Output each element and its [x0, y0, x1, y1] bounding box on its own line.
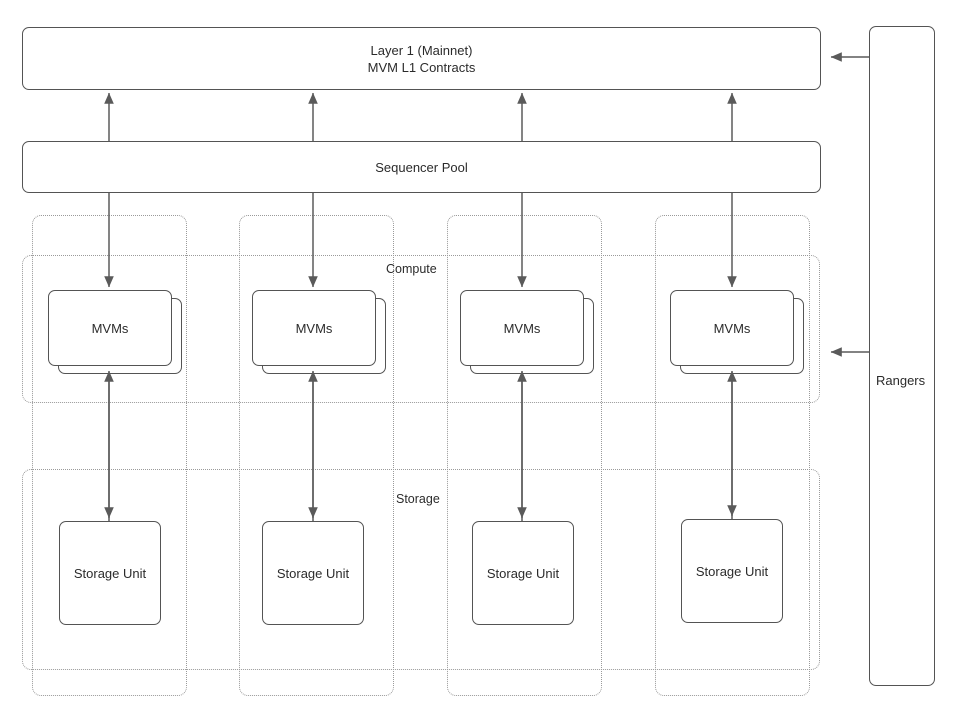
storage-band	[22, 469, 820, 670]
layer1-title-line1: Layer 1 (Mainnet)	[370, 42, 473, 58]
sequencer-pool-label: Sequencer Pool	[375, 159, 468, 175]
mvms-node-2[interactable]: MVMs	[252, 290, 376, 366]
storage-unit-node-4[interactable]: Storage Unit	[681, 519, 783, 623]
mvms-label-2: MVMs	[295, 320, 333, 336]
mvms-node-3[interactable]: MVMs	[460, 290, 584, 366]
storage-unit-node-2[interactable]: Storage Unit	[262, 521, 364, 625]
compute-band-label: Compute	[386, 262, 437, 276]
mvms-label-4: MVMs	[713, 320, 751, 336]
layer1-title-line2: MVM L1 Contracts	[367, 59, 476, 75]
rangers-label: Rangers	[876, 373, 926, 388]
mvms-node-4[interactable]: MVMs	[670, 290, 794, 366]
layer1-mainnet-node[interactable]: Layer 1 (Mainnet) MVM L1 Contracts	[22, 27, 821, 90]
column-container-2	[239, 215, 394, 696]
storage-unit-label-4: Storage Unit	[695, 563, 769, 579]
compute-band	[22, 255, 820, 403]
mvms-label-1: MVMs	[91, 320, 129, 336]
storage-unit-label-1: Storage Unit	[73, 565, 147, 581]
sequencer-pool-node[interactable]: Sequencer Pool	[22, 141, 821, 193]
rangers-node[interactable]: Rangers	[869, 26, 935, 686]
storage-unit-label-3: Storage Unit	[486, 565, 560, 581]
column-container-3	[447, 215, 602, 696]
storage-band-label: Storage	[396, 492, 440, 506]
mvms-node-1[interactable]: MVMs	[48, 290, 172, 366]
storage-unit-node-1[interactable]: Storage Unit	[59, 521, 161, 625]
storage-unit-node-3[interactable]: Storage Unit	[472, 521, 574, 625]
mvms-label-3: MVMs	[503, 320, 541, 336]
storage-unit-label-2: Storage Unit	[276, 565, 350, 581]
